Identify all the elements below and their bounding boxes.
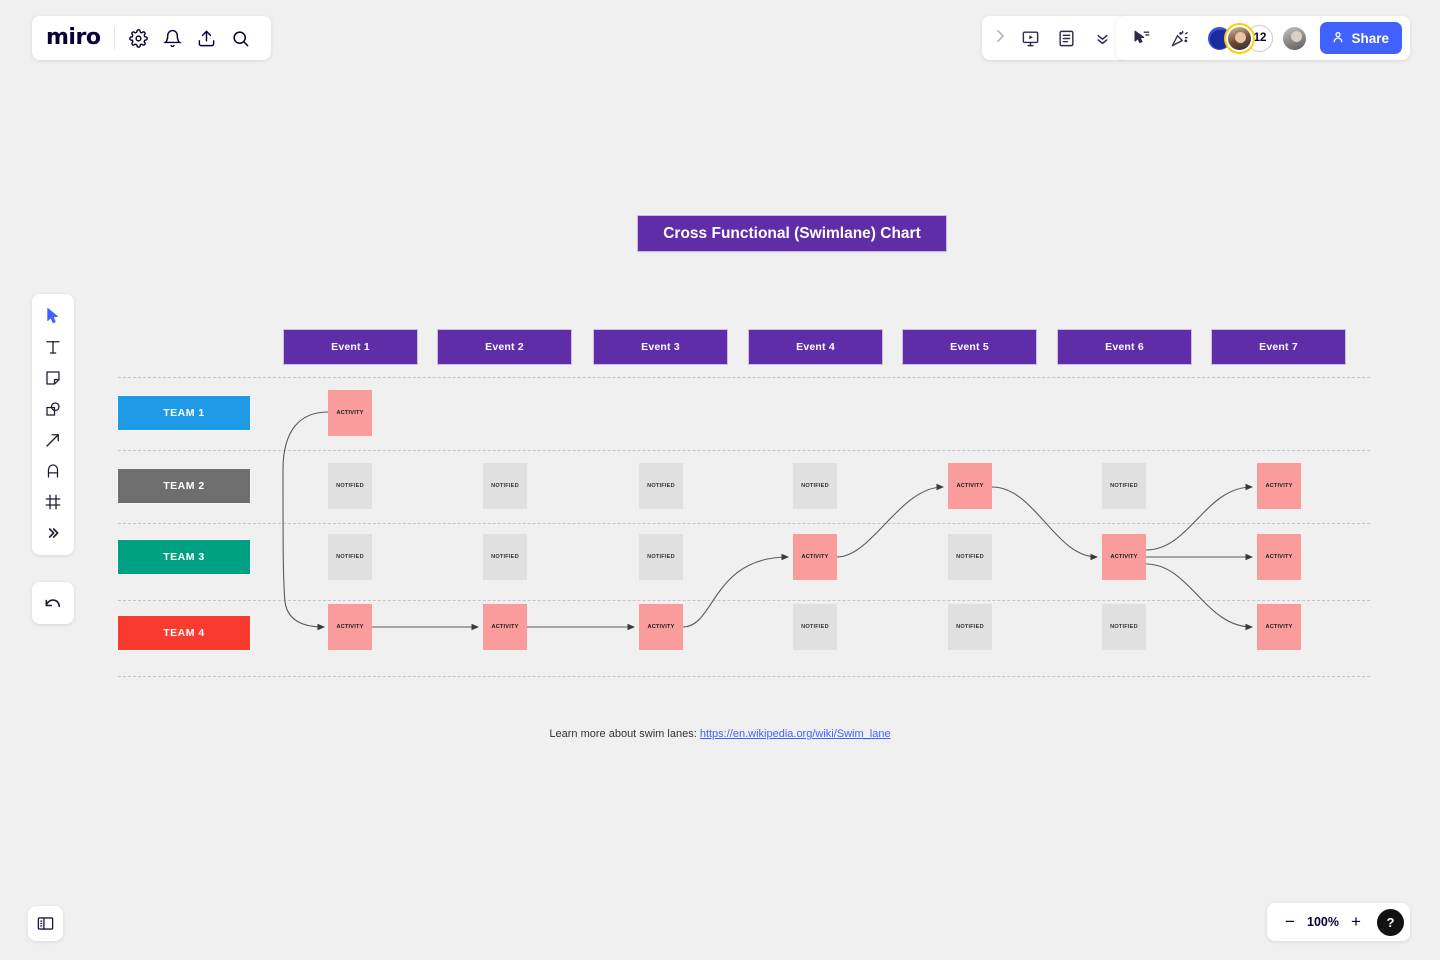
arrow-icon[interactable] <box>36 425 70 455</box>
share-button-label: Share <box>1351 30 1389 46</box>
undo-icon[interactable] <box>32 582 74 624</box>
notified-node[interactable]: NOTIFIED <box>639 463 683 509</box>
presentation-icon[interactable] <box>1013 21 1047 55</box>
zoom-out-button[interactable]: − <box>1285 912 1295 931</box>
help-button[interactable]: ? <box>1377 908 1404 936</box>
team-label-3[interactable]: TEAM 3 <box>117 539 251 575</box>
event-header-3[interactable]: Event 3 <box>593 329 728 365</box>
panel-toggle-icon[interactable] <box>28 906 63 941</box>
footer-note-prefix: Learn more about swim lanes: <box>549 728 700 740</box>
event-header-6[interactable]: Event 6 <box>1057 329 1192 365</box>
activity-node[interactable]: ACTIVITY <box>1257 534 1301 580</box>
avatar[interactable] <box>1226 24 1254 52</box>
activity-node[interactable]: ACTIVITY <box>1257 463 1301 509</box>
bell-icon[interactable] <box>155 21 189 55</box>
notified-node[interactable]: NOTIFIED <box>483 534 527 580</box>
notified-node[interactable]: NOTIFIED <box>483 463 527 509</box>
swimlane-wiki-link[interactable]: https://en.wikipedia.org/wiki/Swim_lane <box>699 728 891 740</box>
lane-separator <box>118 676 1370 677</box>
notes-icon[interactable] <box>1049 21 1083 55</box>
event-header-7[interactable]: Event 7 <box>1211 329 1346 365</box>
event-header-2[interactable]: Event 2 <box>437 329 572 365</box>
text-icon[interactable] <box>36 332 70 362</box>
page-title: Cross Functional (Swimlane) Chart <box>637 215 947 252</box>
team-label-1[interactable]: TEAM 1 <box>117 395 251 431</box>
top-right-toolbar-collab: 12 Share <box>1116 16 1410 60</box>
activity-node[interactable]: ACTIVITY <box>793 534 837 580</box>
activity-node[interactable]: ACTIVITY <box>639 604 683 650</box>
lane-separator <box>118 450 1370 451</box>
team-label-4[interactable]: TEAM 4 <box>117 615 251 651</box>
zoom-in-button[interactable]: + <box>1351 912 1361 931</box>
event-header-4[interactable]: Event 4 <box>748 329 883 365</box>
miro-logo[interactable]: miro <box>46 25 101 50</box>
team-label-2[interactable]: TEAM 2 <box>117 468 251 504</box>
activity-node[interactable]: ACTIVITY <box>483 604 527 650</box>
party-popper-icon[interactable] <box>1162 21 1196 55</box>
collaborator-avatars: 12 <box>1206 24 1309 52</box>
share-button[interactable]: Share <box>1320 22 1402 54</box>
event-header-1[interactable]: Event 1 <box>283 329 418 365</box>
lane-separator <box>118 523 1370 524</box>
pen-icon[interactable] <box>36 456 70 486</box>
event-header-5[interactable]: Event 5 <box>902 329 1037 365</box>
lane-separator <box>118 377 1370 378</box>
person-icon <box>1331 30 1345 47</box>
event-header-row: Event 1 Event 2 Event 3 Event 4 Event 5 Event… <box>0 329 1440 365</box>
notified-node[interactable]: NOTIFIED <box>793 463 837 509</box>
cursor-share-icon[interactable] <box>1124 21 1158 55</box>
notified-node[interactable]: NOTIFIED <box>328 463 372 509</box>
activity-node[interactable]: ACTIVITY <box>328 390 372 436</box>
left-toolbar <box>32 294 74 555</box>
activity-node[interactable]: ACTIVITY <box>948 463 992 509</box>
sticky-note-icon[interactable] <box>36 363 70 393</box>
notified-node[interactable]: NOTIFIED <box>1102 604 1146 650</box>
search-icon[interactable] <box>223 21 257 55</box>
toolbar-divider <box>114 27 116 49</box>
top-right-toolbar-primary <box>982 16 1127 60</box>
gear-icon[interactable] <box>121 21 155 55</box>
frame-icon[interactable] <box>36 487 70 517</box>
notified-node[interactable]: NOTIFIED <box>328 534 372 580</box>
notified-node[interactable]: NOTIFIED <box>1102 463 1146 509</box>
zoom-level-label[interactable]: 100% <box>1307 915 1339 929</box>
notified-node[interactable]: NOTIFIED <box>948 604 992 650</box>
cursor-icon[interactable] <box>36 301 70 331</box>
lane-separator <box>118 600 1370 601</box>
activity-node[interactable]: ACTIVITY <box>1102 534 1146 580</box>
shapes-icon[interactable] <box>36 394 70 424</box>
notified-node[interactable]: NOTIFIED <box>948 534 992 580</box>
avatar[interactable] <box>1281 24 1309 52</box>
notified-node[interactable]: NOTIFIED <box>793 604 837 650</box>
activity-node[interactable]: ACTIVITY <box>328 604 372 650</box>
double-chevron-right-icon[interactable] <box>36 518 70 548</box>
footer-note: Learn more about swim lanes: https://en.… <box>0 728 1440 740</box>
upload-icon[interactable] <box>189 21 223 55</box>
chevron-right-icon[interactable] <box>990 29 1011 47</box>
participant-count-badge[interactable]: 12 <box>1246 24 1274 52</box>
top-left-toolbar: miro <box>32 16 272 60</box>
notified-node[interactable]: NOTIFIED <box>639 534 683 580</box>
zoom-controls: − 100% + ? <box>1267 903 1410 941</box>
double-chevron-down-icon[interactable] <box>1085 21 1119 55</box>
activity-node[interactable]: ACTIVITY <box>1257 604 1301 650</box>
